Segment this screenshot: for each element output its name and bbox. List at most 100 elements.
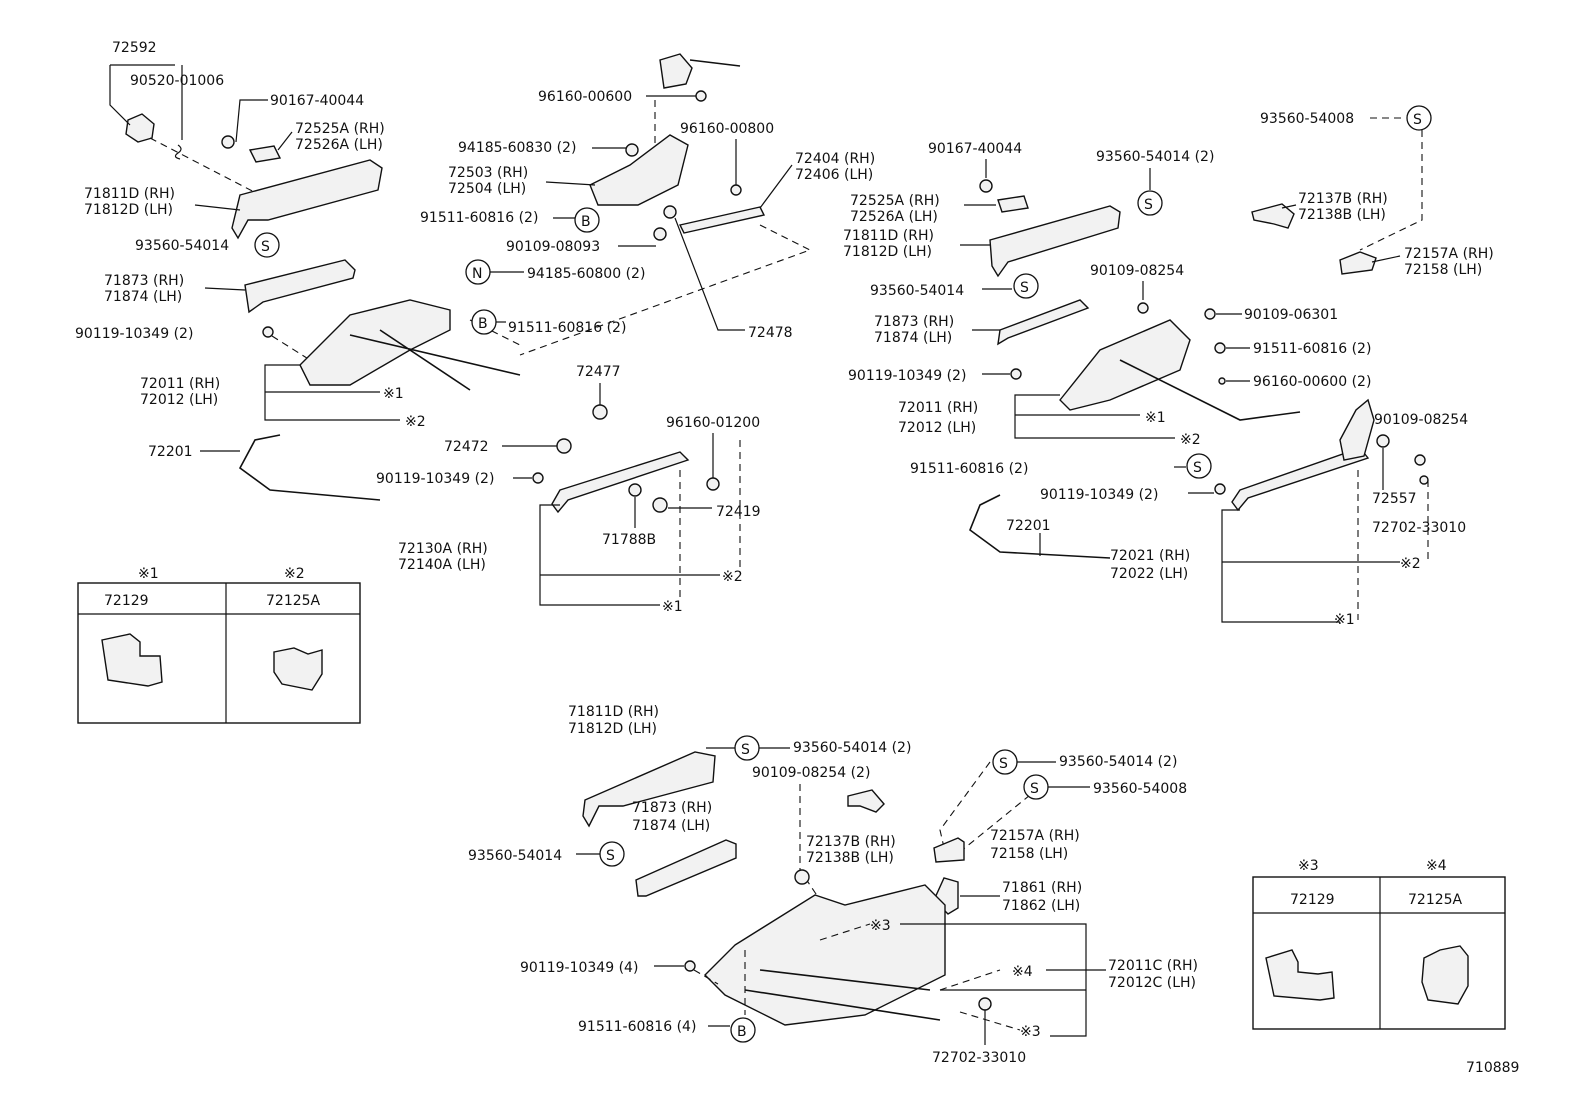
label-72201: 72201 bbox=[148, 444, 193, 460]
label-72012: 72012 (LH) bbox=[140, 392, 218, 408]
symbol-s: S bbox=[1030, 781, 1039, 797]
seat-adjuster-part bbox=[299, 299, 451, 386]
bolt-part bbox=[794, 869, 810, 885]
leader bbox=[109, 64, 183, 140]
label-90109-6301: 90109-06301 bbox=[1244, 307, 1338, 323]
symbol-n: N bbox=[472, 266, 482, 282]
wire-72201-part bbox=[238, 434, 381, 501]
label-91511b: 91511-60816 (2) bbox=[910, 461, 1028, 477]
label-72011c: 72011C (RH) bbox=[1108, 958, 1198, 974]
label-72012: 72012 (LH) bbox=[898, 420, 976, 436]
clip-part bbox=[706, 477, 720, 491]
bracket-72129-part bbox=[101, 633, 163, 687]
label-93560-14b: 93560-54014 bbox=[870, 283, 964, 299]
label-72472: 72472 bbox=[444, 439, 489, 455]
leader bbox=[674, 217, 745, 331]
label-91511a: 91511-60816 (2) bbox=[420, 210, 538, 226]
symbol-s: S bbox=[1413, 112, 1422, 128]
cover-cap-part bbox=[248, 145, 282, 163]
label-72138: 72138B (LH) bbox=[1298, 207, 1386, 223]
collar-part bbox=[592, 404, 608, 420]
symbol-s: S bbox=[999, 756, 1008, 772]
symbol-s: S bbox=[741, 742, 750, 758]
label-93560-8: 93560-54008 bbox=[1260, 111, 1354, 127]
dash-line bbox=[679, 440, 741, 600]
leader bbox=[545, 181, 596, 186]
leader bbox=[204, 287, 246, 291]
label-93560-14: 93560-54014 (2) bbox=[1096, 149, 1214, 165]
ref-1b: ※1 bbox=[662, 599, 683, 615]
screw-type-b-icon bbox=[730, 1017, 756, 1043]
dash-line bbox=[149, 137, 261, 196]
knob-part bbox=[125, 113, 155, 143]
leader bbox=[194, 204, 241, 211]
label-90109b: 90109-08254 bbox=[1374, 412, 1468, 428]
label-72526: 72526A (LH) bbox=[850, 209, 938, 225]
bolt-part bbox=[262, 326, 274, 338]
ref-1b: ※1 bbox=[1334, 612, 1355, 628]
table2-header-3: ※3 bbox=[1298, 858, 1319, 874]
leader bbox=[235, 99, 268, 143]
screw-type-s-icon bbox=[1137, 190, 1163, 216]
table2-cell-1: 72129 bbox=[1290, 892, 1335, 908]
motor-connector-part bbox=[659, 53, 693, 89]
label-72526: 72526A (LH) bbox=[295, 137, 383, 153]
label-72012c: 72012C (LH) bbox=[1108, 975, 1196, 991]
label-72130: 72130A (RH) bbox=[398, 541, 488, 557]
ref-2b: ※2 bbox=[1400, 556, 1421, 572]
screw-part bbox=[221, 135, 235, 149]
label-90520: 90520-01006 bbox=[130, 73, 224, 89]
label-71873: 71873 (RH) bbox=[632, 800, 712, 816]
label-96160-600: 96160-00600 bbox=[538, 89, 632, 105]
label-71874: 71874 (LH) bbox=[874, 330, 952, 346]
label-72011: 72011 (RH) bbox=[898, 400, 978, 416]
label-72404: 72404 (RH) bbox=[795, 151, 875, 167]
inner-shield-part bbox=[997, 299, 1090, 346]
symbol-b: B bbox=[737, 1024, 747, 1040]
washer-part bbox=[628, 483, 642, 497]
dash-line bbox=[1357, 470, 1429, 620]
bushing-part bbox=[556, 438, 572, 454]
table1-cell-2: 72125A bbox=[266, 593, 321, 609]
gear-bracket-part bbox=[589, 134, 689, 206]
ref-4: ※4 bbox=[1012, 964, 1033, 980]
label-72022: 72022 (LH) bbox=[1110, 566, 1188, 582]
clip-part bbox=[695, 90, 707, 102]
label-93560-8: 93560-54008 bbox=[1093, 781, 1187, 797]
dash-line bbox=[1359, 117, 1423, 251]
screw-part bbox=[1214, 342, 1226, 354]
table1-cell-1: 72129 bbox=[104, 593, 149, 609]
label-72138: 72138B (LH) bbox=[806, 850, 894, 866]
label-72201: 72201 bbox=[1006, 518, 1051, 534]
dash-line bbox=[693, 950, 746, 1015]
label-72702: 72702-33010 bbox=[1372, 520, 1466, 536]
label-71874: 71874 (LH) bbox=[632, 818, 710, 834]
gear-plate-part bbox=[1339, 398, 1375, 461]
label-91511a: 91511-60816 (2) bbox=[1253, 341, 1371, 357]
screw-part bbox=[979, 179, 993, 193]
knob-bracket-part bbox=[1251, 203, 1295, 229]
washer-part bbox=[1376, 434, 1390, 448]
label-72592: 72592 bbox=[112, 40, 157, 56]
screw-type-s-icon bbox=[599, 841, 625, 867]
label-72158: 72158 (LH) bbox=[990, 846, 1068, 862]
label-93560-14a: 93560-54014 (2) bbox=[793, 740, 911, 756]
cable-rod-part bbox=[678, 206, 766, 234]
shield-cover-part bbox=[989, 205, 1121, 278]
label-72157: 72157A (RH) bbox=[990, 828, 1080, 844]
leader bbox=[1371, 255, 1401, 263]
label-90119b: 90119-10349 (2) bbox=[376, 471, 494, 487]
bolt-part bbox=[684, 960, 696, 972]
top-left-assembly: 72592 90520-01006 90167-40044 72525A (RH… bbox=[75, 40, 875, 615]
table-1: ※1 ※2 72129 72125A bbox=[77, 566, 361, 724]
end-cap-part bbox=[1339, 251, 1377, 275]
screw-type-s-icon bbox=[1406, 105, 1432, 131]
diagram-code: 710889 bbox=[1466, 1060, 1519, 1076]
label-72137: 72137B (RH) bbox=[1298, 191, 1388, 207]
table2-cell-2: 72125A bbox=[1408, 892, 1463, 908]
table1-frame bbox=[77, 582, 361, 724]
label-90167: 90167-40044 bbox=[928, 141, 1022, 157]
label-72021: 72021 (RH) bbox=[1110, 548, 1190, 564]
leader bbox=[759, 164, 793, 209]
